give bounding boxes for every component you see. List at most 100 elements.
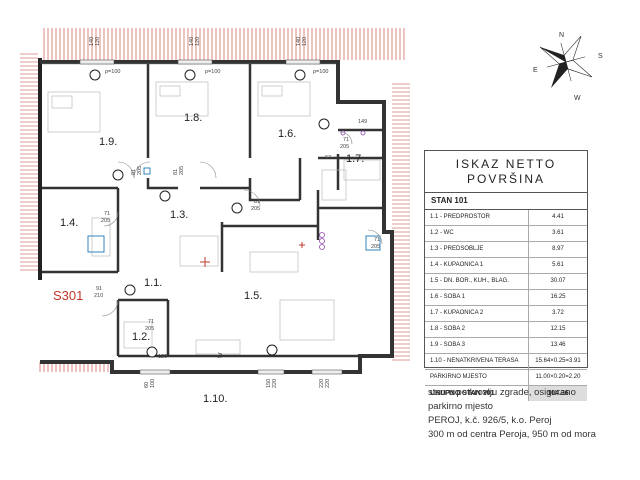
svg-text:140: 140 bbox=[296, 37, 302, 46]
area-table-total-value: 104.36 bbox=[529, 386, 587, 401]
area-row-name: 1.7 - KUPAONICA 2 bbox=[425, 306, 529, 321]
svg-text:81: 81 bbox=[173, 169, 179, 175]
area-row-value: 15.64×0.25=3.91 bbox=[535, 358, 581, 364]
area-table-row: 1.6 - SOBA 1 16.25 bbox=[425, 290, 587, 306]
door-accents bbox=[319, 130, 366, 250]
area-table-total-label: UKUPNO STAN 301 bbox=[425, 386, 529, 401]
svg-text:220: 220 bbox=[319, 379, 325, 388]
svg-text:81: 81 bbox=[254, 199, 260, 205]
area-row-name: 1.10 - NENATKRIVENA TERASA bbox=[425, 354, 529, 369]
svg-text:149: 149 bbox=[358, 119, 367, 125]
description-line: PEROJ, k.č. 926/5, k.o. Peroj bbox=[428, 415, 552, 426]
svg-text:205: 205 bbox=[101, 218, 110, 224]
area-row-name: 1.8 - SOBA 2 bbox=[425, 322, 529, 337]
svg-text:205: 205 bbox=[340, 144, 349, 150]
description-line: stan u potkrovlju zgrade, osigurano bbox=[428, 387, 576, 398]
svg-text:120: 120 bbox=[302, 37, 308, 46]
area-row-name: 1.5 - DN. BOR., KUH., BLAG. bbox=[425, 274, 529, 289]
svg-text:120: 120 bbox=[195, 37, 201, 46]
svg-text:100: 100 bbox=[150, 379, 156, 388]
area-row-name: 1.6 - SOBA 1 bbox=[425, 290, 529, 305]
area-table-row: PARKIRNO MJESTO 11.00×0.20=2.20 bbox=[425, 370, 587, 386]
area-table-row: 1.9 - SOBA 3 13.46 bbox=[425, 338, 587, 354]
area-row-name: PARKIRNO MJESTO bbox=[425, 370, 529, 385]
area-row-value: 3.61 bbox=[552, 230, 564, 236]
blue-fixtures bbox=[87, 167, 381, 253]
furniture bbox=[47, 81, 381, 355]
area-row-value: 8.97 bbox=[552, 246, 564, 252]
area-row-value: 11.00×0.20=2.20 bbox=[535, 374, 581, 380]
area-table-rows: 1.1 - PREDPROSTOR 4.41 1.2 - WC 3.61 1.3 - P… bbox=[425, 210, 587, 386]
svg-text:210: 210 bbox=[94, 293, 103, 299]
svg-text:205: 205 bbox=[145, 326, 154, 332]
svg-text:p=100: p=100 bbox=[205, 69, 220, 75]
area-row-name: 1.4 - KUPAONICA 1 bbox=[425, 258, 529, 273]
room-label-1-4: 1.4. bbox=[60, 217, 78, 229]
windows bbox=[79, 59, 343, 375]
svg-text:81: 81 bbox=[131, 169, 137, 175]
svg-text:p=100: p=100 bbox=[105, 69, 120, 75]
area-table: ISKAZ NETTO POVRŠINA STAN 101 1.1 - PRED… bbox=[424, 150, 588, 401]
area-row-name: 1.3 - PREDSOBLJE bbox=[425, 242, 529, 257]
area-row-value: 16.25 bbox=[550, 294, 566, 300]
svg-text:220: 220 bbox=[272, 379, 278, 388]
room-label-1-7: 1.7. bbox=[346, 153, 364, 165]
outer-walls bbox=[40, 60, 394, 374]
description-line: parkirno mjesto bbox=[428, 401, 493, 412]
area-table-row: 1.1 - PREDPROSTOR 4.41 bbox=[425, 210, 587, 226]
area-row-name: 1.9 - SOBA 3 bbox=[425, 338, 529, 353]
room-label-1-10: 1.10. bbox=[203, 393, 227, 405]
description-line: 300 m od centra Peroja, 950 m od mora bbox=[428, 429, 596, 440]
svg-text:p=100: p=100 bbox=[313, 69, 328, 75]
dimension-labels: 140 120 140 120 140 120 p=100 p=100 p=10… bbox=[89, 37, 380, 388]
svg-text:140: 140 bbox=[189, 37, 195, 46]
room-label-1-1: 1.1. bbox=[144, 277, 162, 289]
area-row-value: 5.61 bbox=[552, 262, 564, 268]
svg-text:91: 91 bbox=[96, 286, 102, 292]
area-row-value: 30.07 bbox=[550, 278, 566, 284]
area-table-row: 1.3 - PREDSOBLJE 8.97 bbox=[425, 242, 587, 258]
svg-text:71: 71 bbox=[343, 137, 349, 143]
area-row-value: 13.46 bbox=[550, 342, 566, 348]
area-table-total-row: UKUPNO STAN 301 104.36 bbox=[425, 386, 587, 401]
compass-east-label: E bbox=[533, 67, 538, 74]
svg-text:220: 220 bbox=[325, 379, 331, 388]
area-row-value: 12.15 bbox=[550, 326, 566, 332]
svg-text:67: 67 bbox=[325, 155, 331, 161]
property-description: stan u potkrovlju zgrade, osigurano park… bbox=[428, 386, 628, 442]
room-label-1-2: 1.2. bbox=[132, 331, 150, 343]
room-label-1-5: 1.5. bbox=[244, 290, 262, 302]
tv-label: tv bbox=[217, 352, 224, 358]
interior-walls bbox=[42, 64, 384, 358]
roof-hatching-left bbox=[20, 53, 38, 271]
door-swings bbox=[101, 131, 383, 317]
svg-text:129: 129 bbox=[158, 354, 167, 360]
area-row-name: 1.2 - WC bbox=[425, 226, 529, 241]
svg-text:60: 60 bbox=[144, 382, 150, 388]
area-table-title: ISKAZ NETTO POVRŠINA bbox=[425, 151, 587, 193]
compass-north-label: N bbox=[559, 32, 564, 39]
svg-text:71: 71 bbox=[148, 319, 154, 325]
room-label-1-9: 1.9. bbox=[99, 136, 117, 148]
room-label-1-8: 1.8. bbox=[184, 112, 202, 124]
compass-west-label: W bbox=[574, 95, 581, 102]
svg-text:205: 205 bbox=[179, 166, 185, 175]
svg-text:71: 71 bbox=[104, 211, 110, 217]
area-row-value: 4.41 bbox=[552, 214, 564, 220]
exterior-edge bbox=[38, 58, 42, 280]
stair-marker-label: S301 bbox=[53, 288, 83, 303]
svg-text:71: 71 bbox=[374, 237, 380, 243]
svg-text:140: 140 bbox=[89, 37, 95, 46]
compass-rose-icon bbox=[539, 35, 593, 88]
area-table-row: 1.2 - WC 3.61 bbox=[425, 226, 587, 242]
area-table-row: 1.8 - SOBA 2 12.15 bbox=[425, 322, 587, 338]
svg-text:205: 205 bbox=[251, 206, 260, 212]
roof-hatching-top bbox=[43, 28, 405, 60]
area-row-name: 1.1 - PREDPROSTOR bbox=[425, 210, 529, 225]
room-label-1-3: 1.3. bbox=[170, 209, 188, 221]
roof-hatching-right bbox=[392, 83, 410, 361]
svg-text:150: 150 bbox=[266, 379, 272, 388]
light-fixtures bbox=[89, 69, 330, 358]
